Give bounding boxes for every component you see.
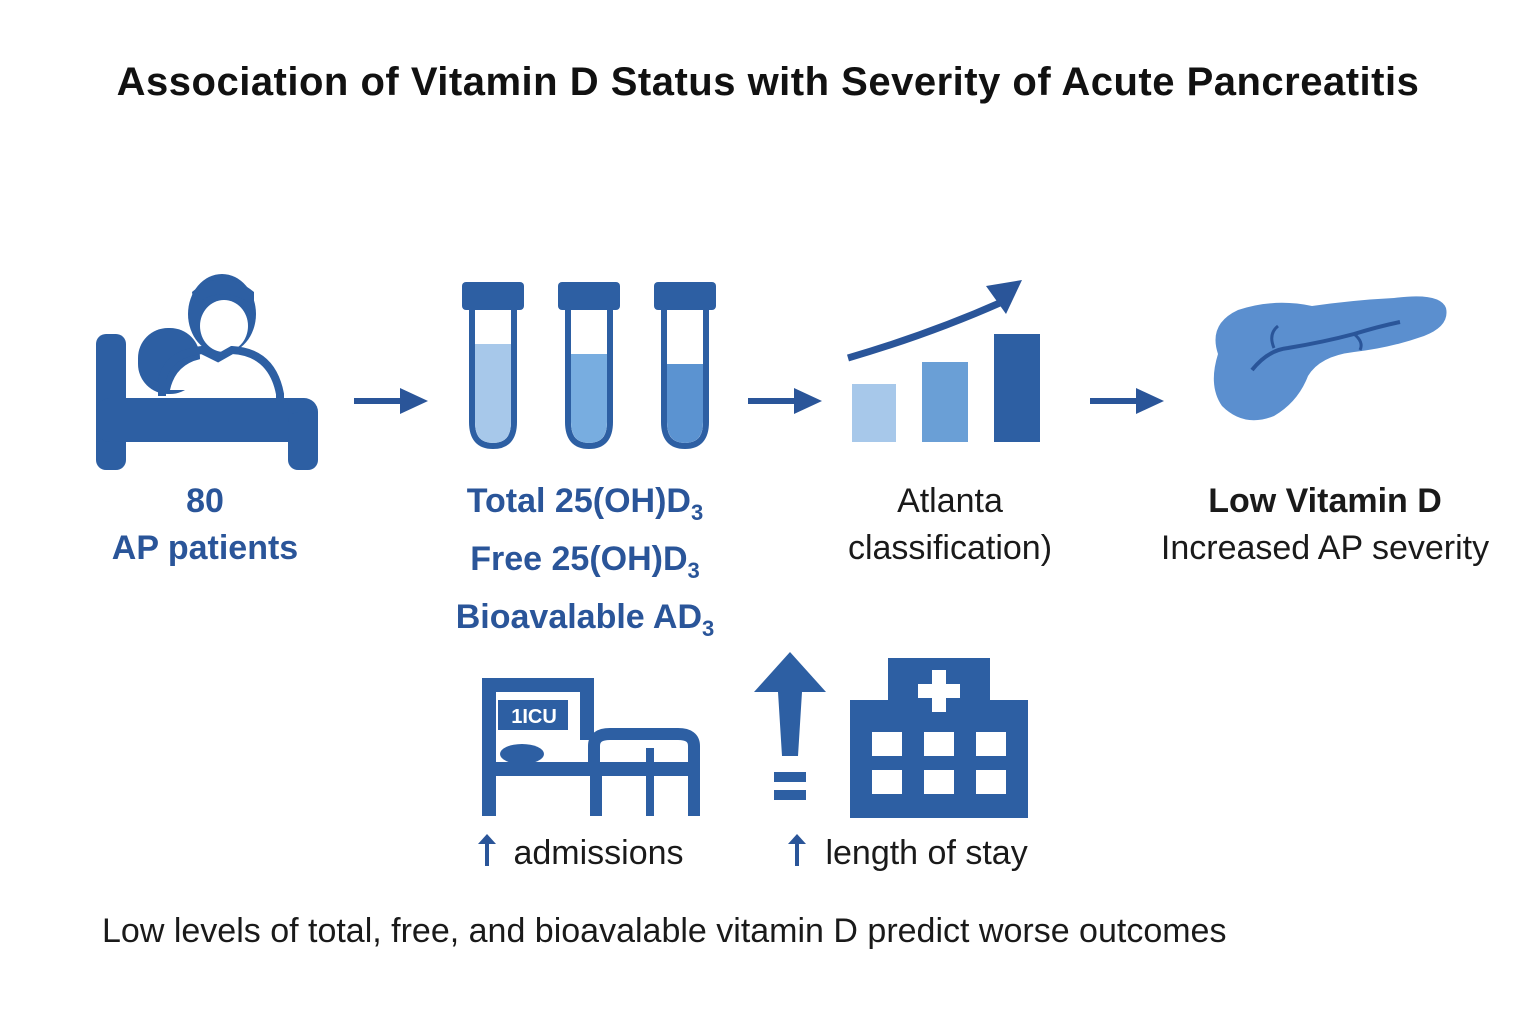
test-free: Free 25(OH)D3 xyxy=(470,540,700,583)
result-line1: Low Vitamin D xyxy=(1208,482,1442,520)
test-bioavailable: Bioavalable AD3 xyxy=(455,598,715,641)
test-tube-icon xyxy=(462,282,524,450)
result-line2: Increased AP severity xyxy=(1160,529,1490,567)
small-up-arrow-icon xyxy=(478,834,496,866)
footer-conclusion: Low levels of total, free, and bioavalab… xyxy=(102,912,1227,950)
test-total: Total 25(OH)D3 xyxy=(466,482,704,525)
up-arrow-icon xyxy=(754,652,826,800)
patient-in-bed-icon xyxy=(96,274,318,470)
test-tube-icon xyxy=(654,282,716,450)
hospital-icon xyxy=(850,658,1028,818)
flow-arrow-icon xyxy=(354,388,428,414)
classification-line2: classification) xyxy=(847,529,1053,567)
classification-line1: Atlanta xyxy=(897,482,1003,520)
flow-arrow-icon xyxy=(748,388,822,414)
outcome-length-of-stay: length of stay xyxy=(788,834,1028,873)
test-tube-icon xyxy=(558,282,620,450)
patient-label: AP patients xyxy=(111,529,299,567)
outcome-admissions: admissions xyxy=(478,834,684,873)
page-title: Association of Vitamin D Status with Sev… xyxy=(116,60,1420,104)
icu-bed-icon xyxy=(482,678,700,816)
small-up-arrow-icon xyxy=(788,834,806,866)
flow-arrow-icon xyxy=(1090,388,1164,414)
pancreas-icon xyxy=(1213,296,1447,421)
icu-sign: ICU xyxy=(522,706,557,728)
bar-chart-trend-icon xyxy=(847,280,1040,442)
icu-mark: 1 xyxy=(511,706,523,728)
patient-count: 80 xyxy=(186,482,224,520)
